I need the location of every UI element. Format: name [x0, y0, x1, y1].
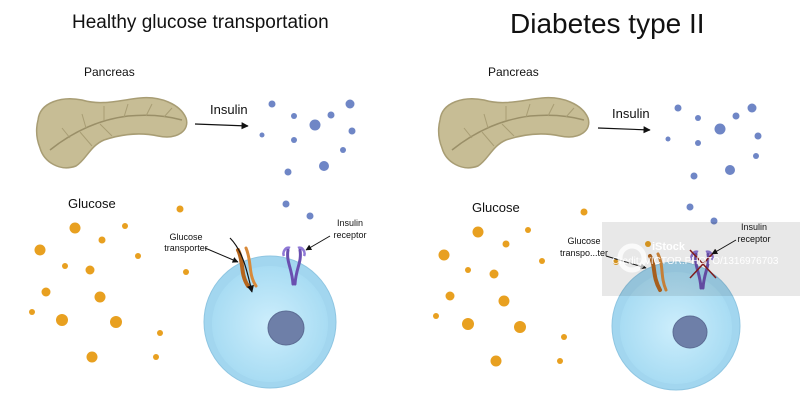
- glucose-transporter-label-1: Glucose: [169, 232, 202, 242]
- panel-title-diabetes: Diabetes type II: [510, 8, 705, 39]
- glucose-transporter-label-1: Glucose: [567, 236, 600, 246]
- pancreas-illustration: [35, 96, 188, 169]
- secretion-arrow: [597, 126, 651, 134]
- glucose-label: Glucose: [68, 196, 116, 211]
- insulin-molecules: [259, 99, 356, 220]
- insulin-receptor: [282, 246, 306, 286]
- glucose-label: Glucose: [472, 200, 520, 215]
- secretion-arrow: [194, 122, 249, 130]
- transporter-pointer: [204, 247, 239, 263]
- stock-watermark: iStock Credit: VICTOR.PHOTO/1316976703: [602, 222, 800, 296]
- watermark-id-text: Credit: VICTOR.PHOTO/1316976703: [612, 256, 779, 267]
- pancreas-label: Pancreas: [84, 65, 135, 79]
- pancreas-illustration: [437, 96, 590, 169]
- glucose-entry-arrow: [229, 237, 254, 293]
- cell: [611, 261, 741, 391]
- insulin-receptor-label-1: Insulin: [337, 218, 363, 228]
- receptor-pointer: [305, 235, 331, 251]
- diabetes-panel: Pancreas Insulin Glucose: [433, 65, 771, 391]
- pancreas-label: Pancreas: [488, 65, 539, 79]
- insulin-molecules: [665, 103, 762, 225]
- glucose-molecules: [29, 205, 247, 363]
- nucleus: [672, 315, 708, 349]
- cell: [203, 255, 337, 389]
- insulin-receptor-label-2: receptor: [333, 230, 366, 240]
- receptor-pointer: [711, 239, 737, 255]
- blocked-receptor-cross: [689, 249, 717, 279]
- insulin-receptor-label-1: Insulin: [741, 222, 767, 232]
- glucose-transporter: [236, 246, 258, 288]
- glucose-molecules: [433, 208, 651, 367]
- watermark-logo-text: iStock: [652, 241, 686, 253]
- glucose-transporter: [648, 252, 668, 292]
- healthy-panel: Pancreas Insulin Glucose: [29, 65, 367, 389]
- panel-title-healthy: Healthy glucose transportation: [72, 12, 329, 33]
- nucleus: [267, 310, 305, 346]
- glucose-transporter-label-2: transporter: [164, 243, 208, 253]
- insulin-label: Insulin: [210, 102, 248, 117]
- glucose-transporter-label-2: transpo...ter: [560, 248, 608, 258]
- insulin-label: Insulin: [612, 106, 650, 121]
- insulin-receptor-label-2: receptor: [737, 234, 770, 244]
